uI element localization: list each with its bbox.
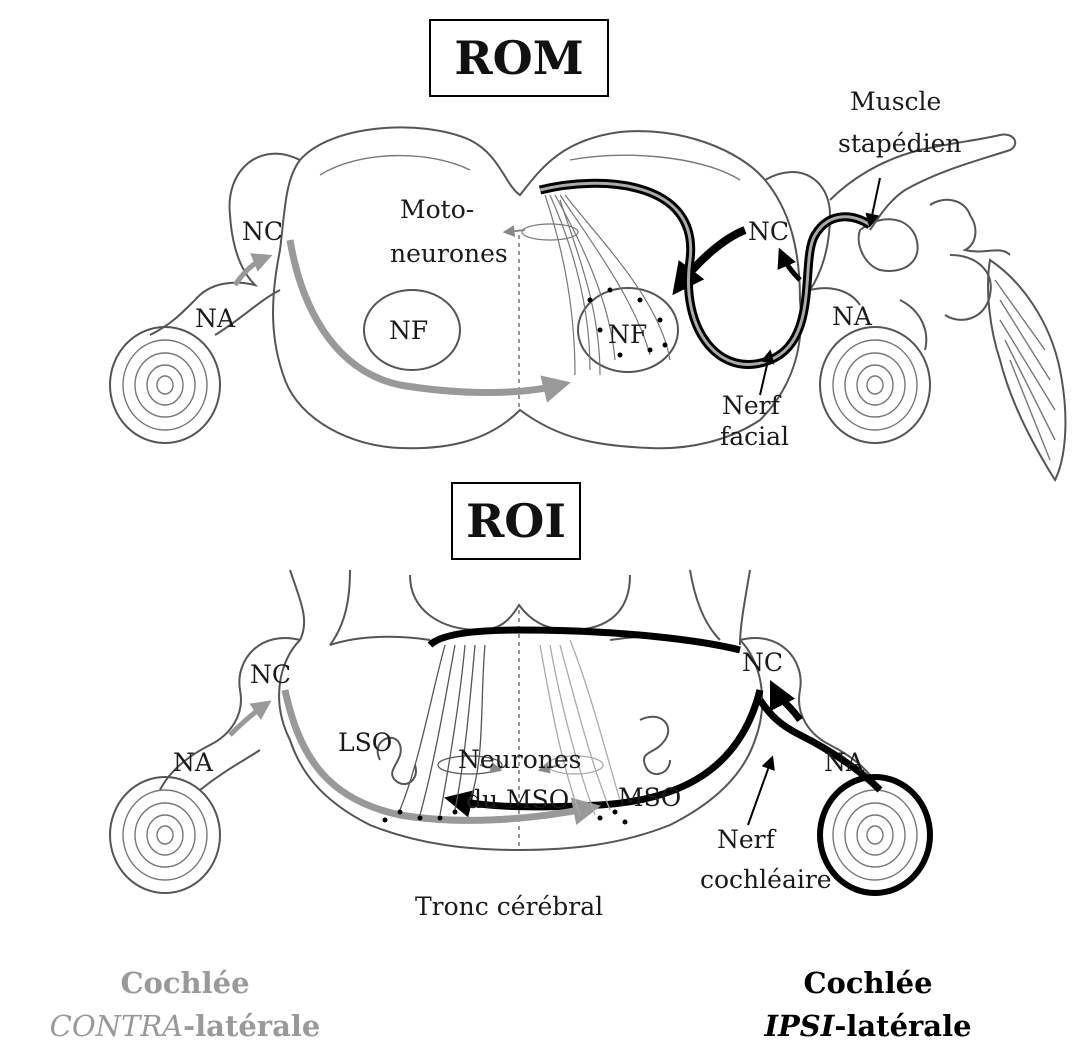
- footer-right-line1: Cochlée: [803, 966, 932, 1000]
- rom-label-moto-1: Moto-: [400, 195, 474, 224]
- footer: Cochlée CONTRA-latérale Cochlée IPSI-lat…: [50, 966, 972, 1043]
- roi-label-neurones-1: Neurones: [458, 745, 582, 774]
- roi-mso-right: [640, 717, 670, 774]
- roi-label-na-right: NA: [824, 748, 865, 777]
- footer-left-rest: -latérale: [183, 1009, 320, 1043]
- roi-title: ROI: [466, 494, 566, 548]
- rom-label-na-left: NA: [195, 304, 236, 333]
- rom-label-nerf-2: facial: [720, 422, 789, 451]
- rom-label-muscle-2: stapédien: [838, 129, 961, 158]
- rom-label-na-right: NA: [832, 302, 873, 331]
- roi-ipsi-top-loop: [430, 630, 740, 650]
- roi-right-cochlea: [820, 777, 930, 893]
- rom-label-nerf-1: Nerf: [722, 391, 782, 420]
- rom-label-moto-2: neurones: [390, 239, 508, 268]
- roi-label-neurones-2: du MSO: [466, 785, 569, 814]
- roi-label-mso: MSO: [618, 783, 681, 812]
- rom-label-muscle-1: Muscle: [850, 87, 941, 116]
- footer-left-italic: CONTRA: [50, 1009, 183, 1043]
- rom-label-nc-right: NC: [748, 217, 789, 246]
- rom-title: ROM: [454, 31, 583, 85]
- rom-motoneuron-fibers: [522, 195, 670, 375]
- rom-label-nc-left: NC: [242, 217, 283, 246]
- footer-left-line2: CONTRA-latérale: [50, 1009, 321, 1043]
- footer-left-line1: Cochlée: [120, 966, 249, 1000]
- roi-left-top-lines: [290, 570, 350, 645]
- roi-label-lso: LSO: [338, 728, 392, 757]
- roi-ipsi-nc-arrow: [775, 690, 800, 720]
- footer-right-rest: -latérale: [834, 1009, 971, 1043]
- rom-label-nf-right: NF: [608, 320, 647, 349]
- roi-section: ROI: [110, 483, 930, 921]
- roi-label-nc-right: NC: [742, 648, 783, 677]
- roi-label-tronc: Tronc cérébral: [415, 892, 603, 921]
- roi-nerf-pointer: [748, 758, 772, 825]
- roi-upper-outline: [410, 575, 630, 630]
- rom-facial-nerve: [540, 183, 870, 364]
- roi-label-na-left: NA: [173, 748, 214, 777]
- roi-label-nc-left: NC: [250, 660, 291, 689]
- rom-section: ROM: [110, 20, 1065, 480]
- rom-right-cochlea: [820, 327, 930, 443]
- rom-label-nf-left: NF: [389, 316, 428, 345]
- roi-right-top-lines: [690, 570, 750, 645]
- roi-label-nerf-1: Nerf: [717, 825, 777, 854]
- roi-label-nerf-2: cochléaire: [700, 865, 832, 894]
- footer-right-line2: IPSI-latérale: [763, 1009, 971, 1043]
- footer-right-italic: IPSI: [763, 1009, 835, 1043]
- rom-brainstem-inner: [320, 155, 740, 180]
